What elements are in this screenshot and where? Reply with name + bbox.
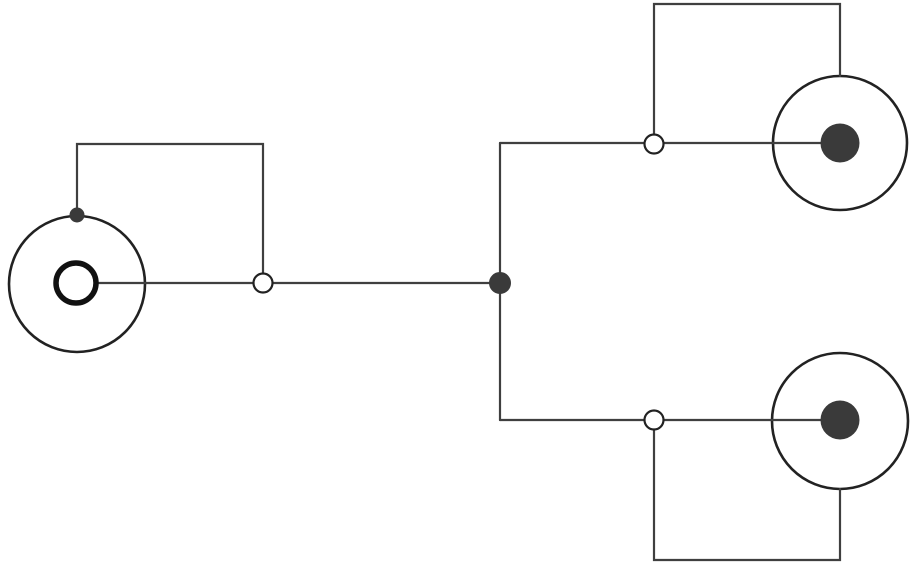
left-plug-center-ring [53,260,99,306]
wire-bottom-shield-loop [652,426,842,562]
bottom-open-node [643,409,665,431]
left-plug-terminal-dot [69,207,85,223]
bottom-right-plug-center-dot [820,400,860,440]
wire-top-shield-loop [652,2,842,138]
top-open-node [643,133,665,155]
left-open-node [252,272,274,294]
wire-left-shield-loop [75,142,265,285]
top-right-plug-center-dot [820,123,860,163]
main-junction-dot [489,272,511,294]
